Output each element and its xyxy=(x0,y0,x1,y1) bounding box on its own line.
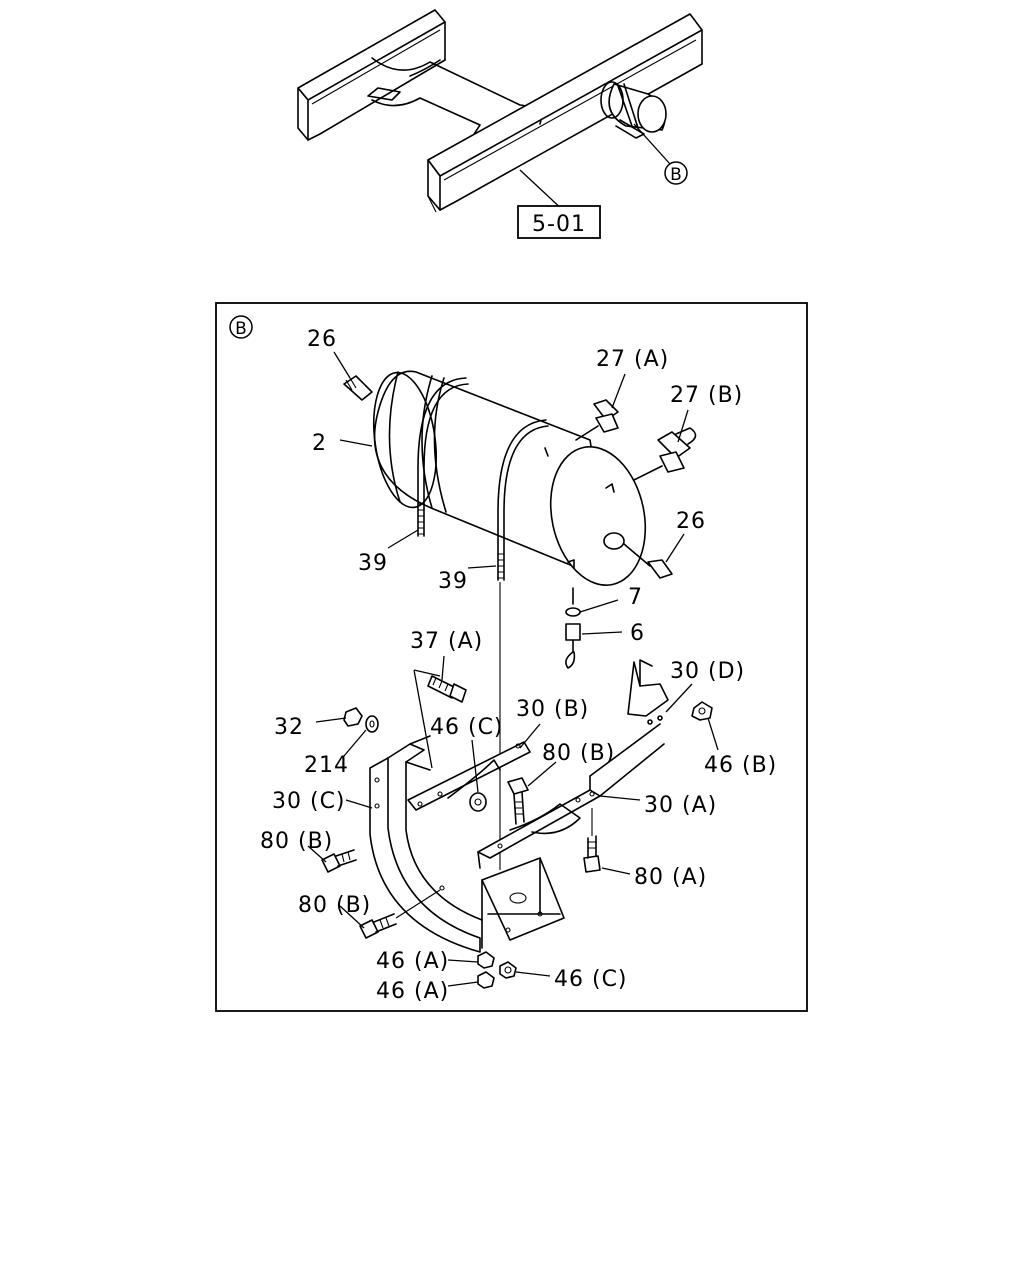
callout-27b: 27 (B) xyxy=(670,383,743,408)
detail-frame xyxy=(215,302,808,1012)
air-tank-thumbnail xyxy=(600,81,667,139)
nut-46c-upper xyxy=(469,792,487,812)
nut-46c-lower xyxy=(499,961,517,979)
nut-32 xyxy=(343,707,363,727)
callout-26-left: 26 xyxy=(307,327,337,352)
drain-valve-6 xyxy=(565,587,581,669)
detail-marker-b-label: B xyxy=(235,319,247,339)
base-plate xyxy=(439,857,565,949)
callout-46c-upper: 46 (C) xyxy=(430,715,504,740)
callout-46a-upper: 46 (A) xyxy=(376,949,449,974)
leader-lines xyxy=(307,351,719,987)
callout-6: 6 xyxy=(630,621,645,646)
callout-46c-lower: 46 (C) xyxy=(554,967,628,992)
air-tank xyxy=(373,370,647,586)
callout-46b: 46 (B) xyxy=(704,753,777,778)
nut-46a-lower xyxy=(477,971,495,989)
leader-detail-b xyxy=(633,123,671,165)
bracket-30b xyxy=(407,741,531,811)
callout-27a: 27 (A) xyxy=(596,347,669,372)
drain-plug-left xyxy=(343,375,373,401)
detail-marker-circle: B xyxy=(664,161,688,185)
callout-80b-upper: 80 (B) xyxy=(542,741,615,766)
detail-marker-b: B xyxy=(229,315,253,339)
u-bolt-rear xyxy=(497,419,549,870)
callout-39-front: 39 xyxy=(358,551,388,576)
nut-46a-upper xyxy=(477,951,495,969)
callout-46a-lower: 46 (A) xyxy=(376,979,449,1004)
callout-30d: 30 (D) xyxy=(670,659,745,684)
bolt-80a xyxy=(583,808,601,873)
bolt-80b-lower xyxy=(359,889,441,939)
callout-32: 32 xyxy=(274,715,304,740)
washer-214 xyxy=(365,715,379,733)
bolt-80b-mid xyxy=(321,849,357,873)
fitting-27a xyxy=(575,399,619,441)
cross-member xyxy=(367,57,542,151)
bolt-37a xyxy=(427,675,467,703)
washer-7 xyxy=(565,607,581,617)
callout-26-right: 26 xyxy=(676,509,706,534)
support-bracket-30c xyxy=(369,735,483,953)
callout-labels: 26 27 (A) 27 (B) 2 26 39 39 7 6 37 (A) 3… xyxy=(260,327,777,1004)
callout-30a: 30 (A) xyxy=(644,793,717,818)
detail-b-panel: B xyxy=(215,302,808,1012)
callout-2: 2 xyxy=(312,431,327,456)
callout-80a: 80 (A) xyxy=(634,865,707,890)
bolt-80b-upper xyxy=(507,777,529,825)
chassis-overview: B 5-01 xyxy=(297,9,703,239)
callout-30b: 30 (B) xyxy=(516,697,589,722)
detail-marker-label: B xyxy=(670,165,682,185)
callout-7: 7 xyxy=(628,585,643,610)
callout-80b-lower: 80 (B) xyxy=(298,893,371,918)
frame-rail-rear xyxy=(297,9,446,141)
callout-30c: 30 (C) xyxy=(272,789,346,814)
u-bolt-front xyxy=(417,377,469,537)
fitting-27b xyxy=(633,427,697,481)
callout-80b-mid: 80 (B) xyxy=(260,829,333,854)
section-reference-label[interactable]: 5-01 xyxy=(532,212,586,237)
section-reference-box[interactable]: 5-01 xyxy=(517,205,601,239)
callout-39-rear: 39 xyxy=(438,569,468,594)
drain-plug-right xyxy=(623,543,673,579)
nut-46b xyxy=(691,701,713,721)
callout-214: 214 xyxy=(304,753,349,778)
bracket-30d xyxy=(627,659,669,725)
callout-37a: 37 (A) xyxy=(410,629,483,654)
